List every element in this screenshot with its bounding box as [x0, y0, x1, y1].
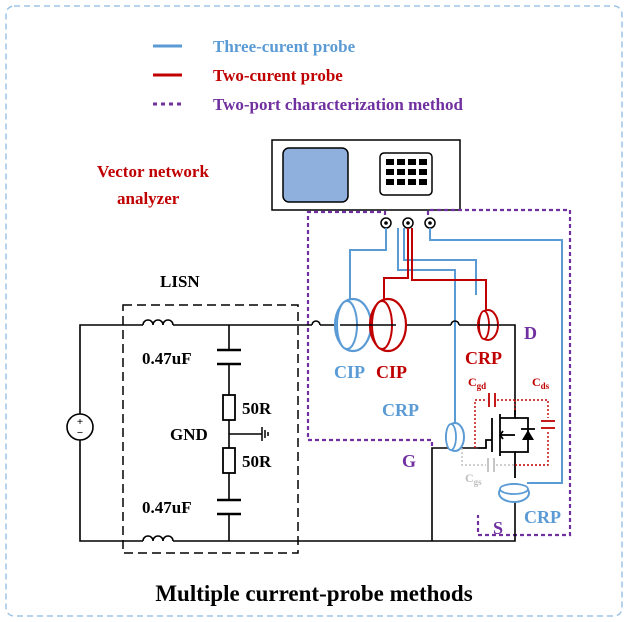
- two-port-boundary: [306, 208, 572, 537]
- lisn-resistor-bottom: [222, 447, 236, 474]
- cgd-capacitor: [488, 393, 496, 407]
- parasitic-network: [474, 399, 549, 466]
- cgd-label: Cgd: [468, 375, 486, 391]
- lisn-capacitor-top: [217, 348, 241, 366]
- mosfet-icon: [478, 410, 529, 478]
- vna-keypad-keys: [386, 159, 427, 185]
- two-probe-cables: [383, 228, 487, 311]
- gate-label: G: [402, 451, 416, 471]
- crp-blue-gate-probe: [445, 422, 465, 452]
- wire-hops: [311, 320, 460, 326]
- crp-blue-source-label: CRP: [524, 507, 561, 527]
- three-probe-cables: [349, 228, 563, 484]
- dc-source-icon: + −: [66, 413, 94, 441]
- lisn-res-top-label: 50R: [242, 399, 272, 418]
- legend-label-two-port: Two-port characterization method: [213, 95, 463, 114]
- lisn-gnd-label: GND: [170, 425, 208, 444]
- cgs-capacitor: [487, 458, 495, 472]
- outer-frame: [5, 5, 623, 617]
- figure-caption: Multiple current-probe methods: [155, 581, 472, 606]
- vna-screen: [282, 147, 349, 203]
- ground-icon: [261, 427, 269, 441]
- cgs-label: Cgs: [465, 471, 482, 487]
- lisn-res-bottom-label: 50R: [242, 452, 272, 471]
- lisn-title: LISN: [160, 272, 200, 291]
- vna-instrument: [271, 139, 461, 211]
- cip-blue-label: CIP: [334, 362, 365, 382]
- crp-blue-gate-label: CRP: [382, 400, 419, 420]
- crp-red-label: CRP: [465, 348, 502, 368]
- lisn-cap-top-label: 0.47uF: [142, 349, 192, 368]
- vna-ports: [380, 217, 436, 229]
- source-label: S: [493, 518, 503, 538]
- dc-source-plus: +: [77, 416, 83, 428]
- legend-label-three-probe: Three-curent probe: [213, 37, 356, 56]
- lisn-inductor-bottom: [142, 535, 174, 542]
- lisn-inductor-top: [142, 319, 174, 326]
- lisn-cap-bottom-label: 0.47uF: [142, 498, 192, 517]
- cgs-network: [461, 448, 515, 466]
- lisn-capacitor-bottom: [217, 498, 241, 516]
- body-diode-icon: [521, 428, 535, 440]
- lisn-resistor-top: [222, 394, 236, 421]
- lisn-box: [122, 304, 299, 554]
- crp-blue-source-probe: [498, 483, 530, 503]
- crp-red-probe: [477, 309, 499, 341]
- cip-red-label: CIP: [376, 362, 407, 382]
- drain-label: D: [524, 323, 537, 343]
- legend-label-two-probe: Two-curent probe: [213, 66, 343, 85]
- vna-label-line2: analyzer: [117, 189, 180, 208]
- legend: Three-curent probe Two-curent probe Two-…: [153, 37, 463, 114]
- dc-source-minus: −: [77, 427, 83, 439]
- cds-capacitor: [541, 420, 555, 429]
- vna-label-line1: Vector network: [97, 162, 209, 181]
- cds-label: Cds: [532, 375, 550, 391]
